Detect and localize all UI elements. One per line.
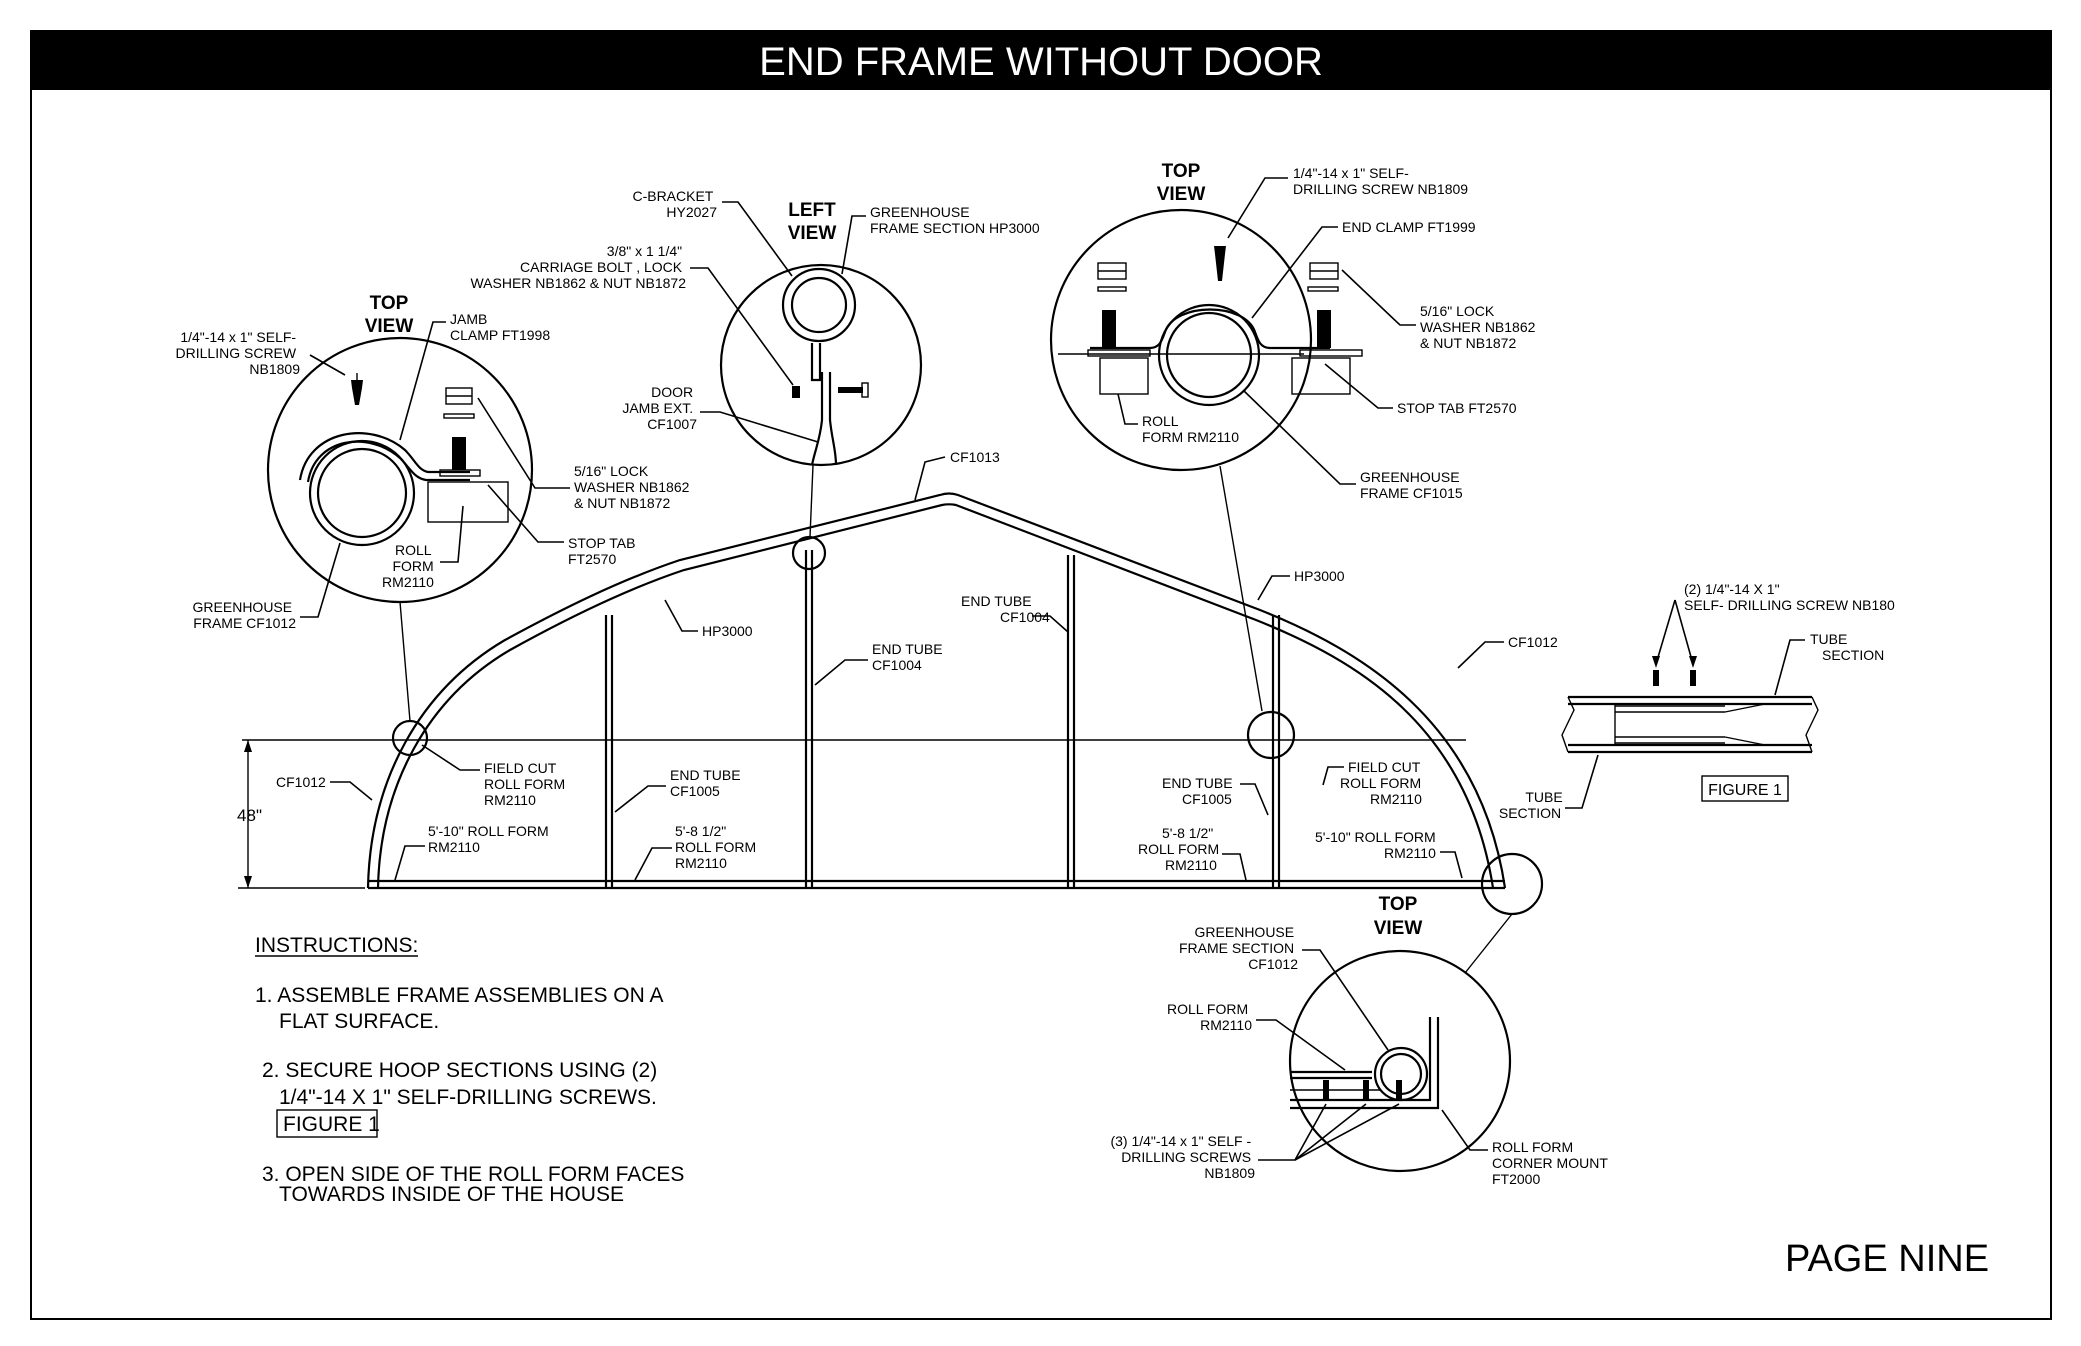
svg-text:ROLL FORM CORNER MOUNT: ROLL FORM CORNER MOUNT FT2000 — [1492, 1139, 1612, 1187]
frame-labels: CF1013 HP3000 HP3000 CF1012 CF1012 END T… — [276, 449, 1558, 881]
svg-text:ROLL FORM RM2110: ROLL FORM RM2110 — [1167, 1001, 1252, 1033]
label-roll-5-10-left: 5'-10" ROLL FORM RM2110 — [428, 823, 553, 855]
screw-icon — [1690, 670, 1696, 686]
detail-marker-corner — [1480, 852, 1544, 916]
instruction-step-3-cont: TOWARDS INSIDE OF THE HOUSE — [279, 1183, 624, 1206]
svg-text:TUBE SECTION: TUBE SECTION — [1499, 789, 1567, 821]
detail-marker-top — [791, 535, 827, 571]
svg-text:TUBE SECTION: TUBE SECTION — [1810, 631, 1884, 663]
height-dimension: 48" — [237, 806, 262, 825]
label-field-cut-left: FIELD CUT ROLL FORM RM2110 — [484, 760, 569, 808]
svg-text:ROLL FORM RM2110: ROLL FORM RM2110 — [1142, 413, 1239, 445]
svg-text:(2) 1/4"-14 X 1" SELF- D: (2) 1/4"-14 X 1" SELF- DRILLING SCREW NB… — [1684, 581, 1895, 613]
svg-text:GREENHOUSE FRAME SECTION: GREENHOUSE FRAME SECTION CF1012 — [1179, 924, 1298, 972]
label-end-tube-center-left: END TUBE CF1004 — [872, 641, 946, 673]
svg-text:TOP: TOP — [1379, 894, 1418, 915]
label-end-tube-right: END TUBE CF1005 — [1162, 775, 1236, 807]
washer-icon — [443, 413, 475, 419]
label-end-tube-left: END TUBE CF1005 — [670, 767, 744, 799]
label-hp3000-right: HP3000 — [1294, 568, 1345, 584]
instruction-figure-reference: FIGURE 1 — [283, 1113, 380, 1136]
svg-text:STOP TAB FT2570: STOP TAB FT2570 — [1397, 400, 1517, 416]
svg-text:5/16" LOCK WASHER NB1862: 5/16" LOCK WASHER NB1862 & NUT NB1872 — [1420, 303, 1539, 351]
screw-icon — [1653, 670, 1659, 686]
screw-icon — [1396, 1080, 1402, 1100]
label-end-tube-center-right: END TUBE CF1004 — [961, 593, 1050, 625]
svg-text:JAMB CLAMP FT1998: JAMB CLAMP FT1998 — [450, 311, 550, 343]
stop-tab-icon — [1291, 357, 1351, 395]
label-roll-5-10-right: 5'-10" ROLL FORM RM2110 — [1315, 829, 1440, 861]
bolt-icon — [1102, 310, 1116, 348]
detail-marker-left — [391, 719, 429, 757]
figure-1-caption-box — [1701, 775, 1789, 802]
instruction-step-1: 1. ASSEMBLE FRAME ASSEMBLIES ON A — [255, 984, 664, 1007]
instruction-step-2-cont: 1/4"-14 X 1" SELF-DRILLING SCREWS. — [279, 1086, 657, 1109]
roll-form-icon — [1099, 357, 1149, 395]
svg-text:STOP TAB FT2570: STOP TAB FT2570 — [568, 535, 639, 567]
page-number-label: PAGE NINE — [1785, 1238, 1989, 1280]
main-end-frame — [238, 492, 1544, 916]
svg-text:ROLL FORM RM2110: ROLL FORM RM2110 — [382, 542, 438, 590]
svg-text:END CLAMP FT1999: END CLAMP FT1999 — [1342, 219, 1476, 235]
instructions-heading: INSTRUCTIONS: — [255, 934, 418, 957]
svg-text:3/8" x 1 1/4" CARRIAGE B: 3/8" x 1 1/4" CARRIAGE BOLT , LOCK WASHE… — [470, 243, 686, 291]
detail-left-view: LEFT VIEW C-BRACKET HY2027 GREENHOUSE FR… — [470, 188, 1040, 538]
svg-text:TOP: TOP — [1162, 161, 1201, 182]
screw-icon — [1363, 1080, 1369, 1100]
page-title: END FRAME WITHOUT DOOR — [759, 40, 1323, 84]
detail-right-top-view: TOP VIEW 1/4"-14 x 1" SELF- DRILLING SCR… — [1049, 161, 1539, 712]
svg-text:GREENHOUSE FRAME SECTION: GREENHOUSE FRAME SECTION HP3000 — [870, 204, 1040, 236]
svg-text:GREENHOUSE FRAME CF1015: GREENHOUSE FRAME CF1015 — [1360, 469, 1463, 501]
stop-tab-icon — [427, 481, 509, 523]
detail-marker-right — [1246, 710, 1296, 760]
svg-text:(3) 1/4"-14 x 1" SELF -: (3) 1/4"-14 x 1" SELF - DRILLING SCREWS … — [1110, 1133, 1255, 1181]
svg-text:1/4"-14 x 1" SELF- DRILL: 1/4"-14 x 1" SELF- DRILLING SCREW NB1809 — [176, 329, 301, 377]
nut-icon — [792, 386, 800, 398]
svg-text:1/4"-14 x 1" SELF- DRILL: 1/4"-14 x 1" SELF- DRILLING SCREW NB1809 — [1293, 165, 1468, 197]
svg-text:VIEW: VIEW — [788, 223, 837, 244]
instruction-step-3: 3. OPEN SIDE OF THE ROLL FORM FACES — [262, 1163, 684, 1186]
instruction-step-1-cont: FLAT SURFACE. — [279, 1010, 439, 1033]
label-cf1013: CF1013 — [950, 449, 1000, 465]
svg-text:GREENHOUSE FRAME CF1012: GREENHOUSE FRAME CF1012 — [193, 599, 297, 631]
bolt-icon — [1317, 310, 1331, 348]
figure-1-caption: FIGURE 1 — [1708, 782, 1782, 799]
svg-text:DOOR JAMB EXT. CF1: DOOR JAMB EXT. CF1007 — [622, 384, 697, 432]
instruction-step-2: 2. SECURE HOOP SECTIONS USING (2) — [262, 1059, 657, 1082]
label-cf1012-right: CF1012 — [1508, 634, 1558, 650]
carriage-bolt-icon — [838, 387, 863, 393]
figure-1-tube-splice: (2) 1/4"-14 X 1" SELF- DRILLING SCREW NB… — [1499, 581, 1895, 821]
svg-text:VIEW: VIEW — [365, 316, 414, 337]
svg-text:VIEW: VIEW — [1374, 918, 1423, 939]
svg-text:VIEW: VIEW — [1157, 184, 1206, 205]
screw-icon — [1214, 246, 1226, 281]
figure-1-reference-box — [276, 1109, 378, 1138]
screw-icon — [351, 380, 363, 405]
label-roll-5-8-right: 5'-8 1/2" ROLL FORM RM2110 — [1138, 825, 1223, 873]
svg-text:TOP: TOP — [370, 293, 409, 314]
instructions-block: INSTRUCTIONS: 1. ASSEMBLE FRAME ASSEMBLI… — [255, 934, 684, 1206]
title-bar — [31, 31, 2051, 90]
svg-text:C-BRACKET HY2027: C-BRACKET HY2027 — [632, 188, 717, 220]
bolt-icon — [452, 437, 466, 470]
label-cf1012-left: CF1012 — [276, 774, 326, 790]
detail-corner-top-view: TOP VIEW GREENHOUSE FRAME SECTION CF1012… — [1110, 894, 1612, 1187]
detail-left-top-view: TOP VIEW 1/4"-14 x 1" SELF- DRILLING SCR… — [176, 293, 693, 722]
screw-icon — [1323, 1080, 1329, 1100]
svg-text:5/16" LOCK WASHER NB1862: 5/16" LOCK WASHER NB1862 & NUT NB1872 — [574, 463, 693, 511]
label-roll-5-8-left: 5'-8 1/2" ROLL FORM RM2110 — [675, 823, 760, 871]
label-hp3000-left: HP3000 — [702, 623, 753, 639]
label-field-cut-right: FIELD CUT ROLL FORM RM2110 — [1340, 759, 1425, 807]
svg-text:LEFT: LEFT — [788, 200, 836, 221]
